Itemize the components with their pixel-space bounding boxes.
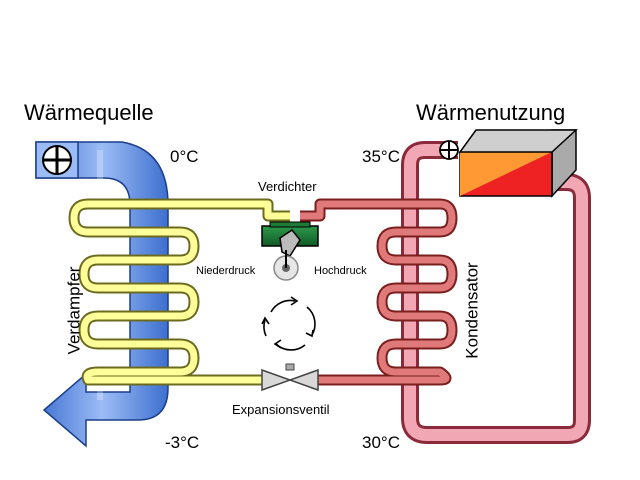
temp-condenser-out: 30°C <box>362 433 400 452</box>
compressor-icon <box>261 221 319 281</box>
heater-icon <box>458 129 578 198</box>
compressor-label: Verdichter <box>258 179 317 194</box>
expansion-valve-label: Expansionsventil <box>232 402 330 417</box>
low-pressure-label: Niederdruck <box>196 265 256 277</box>
temp-evaporator-out: -3°C <box>165 433 200 452</box>
evaporator-label: Verdampfer <box>64 266 84 355</box>
fan-icon <box>35 141 79 179</box>
heat-source-duct <box>35 141 169 448</box>
heat-use-loop <box>401 141 591 444</box>
condenser-label: Kondensator <box>462 262 482 359</box>
temp-condenser-in: 35°C <box>362 147 400 166</box>
cold-refrigerant-line <box>68 198 290 386</box>
heat-use-label: Wärmenutzung <box>416 100 566 125</box>
pump-icon <box>439 140 459 160</box>
high-pressure-label: Hochdruck <box>314 265 367 277</box>
cycle-arrows-icon <box>261 296 316 351</box>
heat-source-label: Wärmequelle <box>24 100 154 125</box>
valve-icon <box>261 363 319 392</box>
temp-evaporator-in: 0°C <box>170 147 199 166</box>
hot-refrigerant-line <box>300 198 458 386</box>
